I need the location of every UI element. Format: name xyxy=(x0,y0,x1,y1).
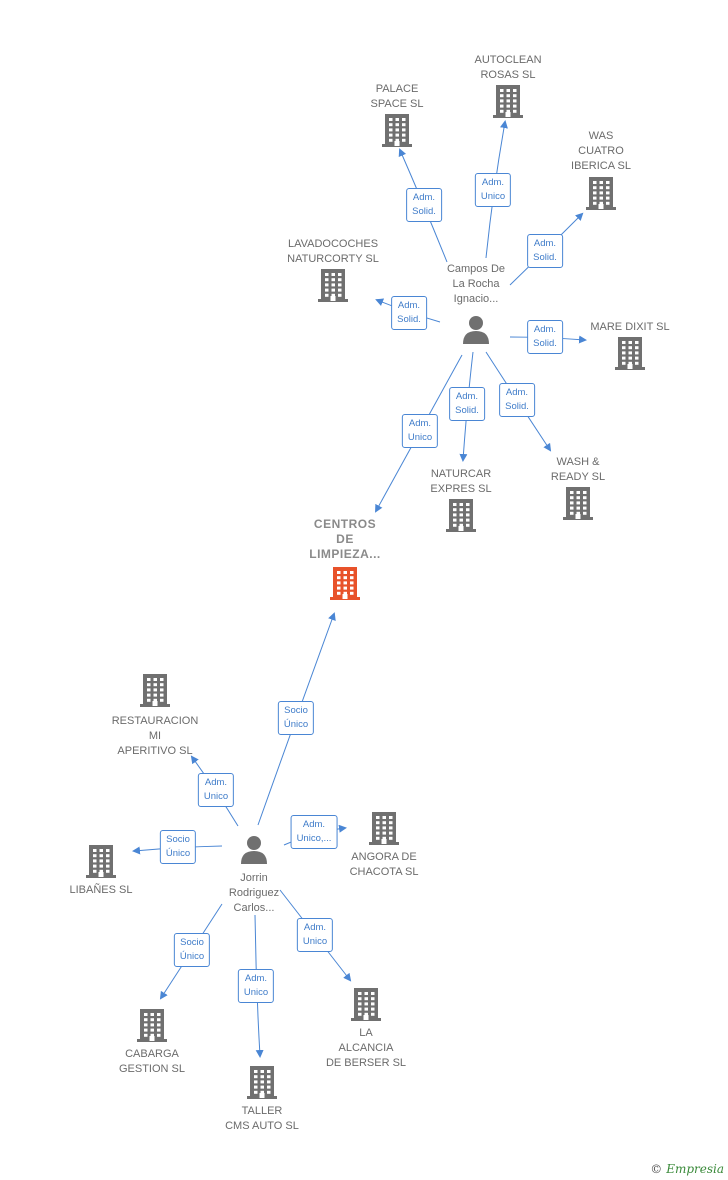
company-building-icon[interactable] xyxy=(446,497,476,538)
company-label-centros[interactable]: CENTROS DE LIMPIEZA... xyxy=(309,517,381,561)
edge-label-campos-autoclean[interactable]: Adm. Unico xyxy=(474,173,512,207)
company-label-palace[interactable]: PALACE SPACE SL xyxy=(370,83,424,110)
edge-label-jorrin-alcancia[interactable]: Adm. Unico xyxy=(296,918,334,952)
company-label-angora[interactable]: ANGORA DE CHACOTA SL xyxy=(349,851,419,878)
company-label-alcancia[interactable]: LA ALCANCIA DE BERSER SL xyxy=(325,1027,407,1069)
edge-label-campos-lavadocoches[interactable]: Adm. Solid. xyxy=(391,296,427,330)
company-label-autoclean[interactable]: AUTOCLEAN ROSAS SL xyxy=(474,54,542,81)
edge-label-jorrin-taller[interactable]: Adm. Unico xyxy=(237,969,275,1003)
footer-brand: ©Empresia xyxy=(650,1162,724,1176)
edge-label-campos-palace[interactable]: Adm. Solid. xyxy=(406,188,442,222)
edge-label-jorrin-centros[interactable]: Socio Único xyxy=(277,701,315,735)
company-label-restauracion[interactable]: RESTAURACION MI APERITIVO SL xyxy=(111,715,199,757)
edge-label-jorrin-restauracion[interactable]: Adm. Unico xyxy=(197,773,235,807)
company-building-icon[interactable] xyxy=(563,485,593,526)
person-icon[interactable] xyxy=(461,314,491,349)
company-building-icon[interactable] xyxy=(137,1007,167,1048)
edge-label-jorrin-angora[interactable]: Adm. Unico,... xyxy=(290,815,338,849)
edge-label-campos-maredixit[interactable]: Adm. Solid. xyxy=(527,320,563,354)
person-label-campos[interactable]: Campos De La Rocha Ignacio... xyxy=(446,263,506,305)
company-label-lavadocoches[interactable]: LAVADOCOCHES NATURCORTY SL xyxy=(287,238,379,265)
edge-label-campos-wash[interactable]: Adm. Solid. xyxy=(499,383,535,417)
company-building-icon[interactable] xyxy=(86,843,116,884)
company-building-icon[interactable] xyxy=(247,1064,277,1105)
company-building-icon[interactable] xyxy=(369,810,399,851)
edge-label-campos-naturcar[interactable]: Adm. Solid. xyxy=(449,387,485,421)
company-building-icon[interactable] xyxy=(318,267,348,308)
person-icon[interactable] xyxy=(239,834,269,869)
edge-label-jorrin-cabarga[interactable]: Socio Único xyxy=(173,933,211,967)
company-building-icon[interactable] xyxy=(140,672,170,713)
company-label-libanes[interactable]: LIBAÑES SL xyxy=(69,884,133,896)
company-building-icon[interactable] xyxy=(586,175,616,216)
company-label-was[interactable]: WAS CUATRO IBERICA SL xyxy=(571,130,631,172)
company-building-icon[interactable] xyxy=(382,112,412,153)
company-label-cabarga[interactable]: CABARGA GESTION SL xyxy=(118,1048,186,1075)
company-label-taller[interactable]: TALLER CMS AUTO SL xyxy=(225,1105,299,1132)
company-label-wash[interactable]: WASH & READY SL xyxy=(550,456,606,483)
company-label-naturcar[interactable]: NATURCAR EXPRES SL xyxy=(430,468,492,495)
edge-label-campos-centros[interactable]: Adm. Unico xyxy=(401,414,439,448)
brand-logo-text: Empresia xyxy=(666,1162,724,1176)
focus-company-building-icon[interactable] xyxy=(330,565,360,606)
company-building-icon[interactable] xyxy=(493,83,523,124)
copyright-icon: © xyxy=(650,1162,663,1176)
company-building-icon[interactable] xyxy=(615,335,645,376)
edge-label-jorrin-libanes[interactable]: Socio Único xyxy=(159,830,197,864)
company-building-icon[interactable] xyxy=(351,986,381,1027)
company-label-maredixit[interactable]: MARE DIXIT SL xyxy=(590,321,670,333)
person-label-jorrin[interactable]: Jorrin Rodriguez Carlos... xyxy=(228,872,280,914)
edge-label-campos-was[interactable]: Adm. Solid. xyxy=(527,234,563,268)
